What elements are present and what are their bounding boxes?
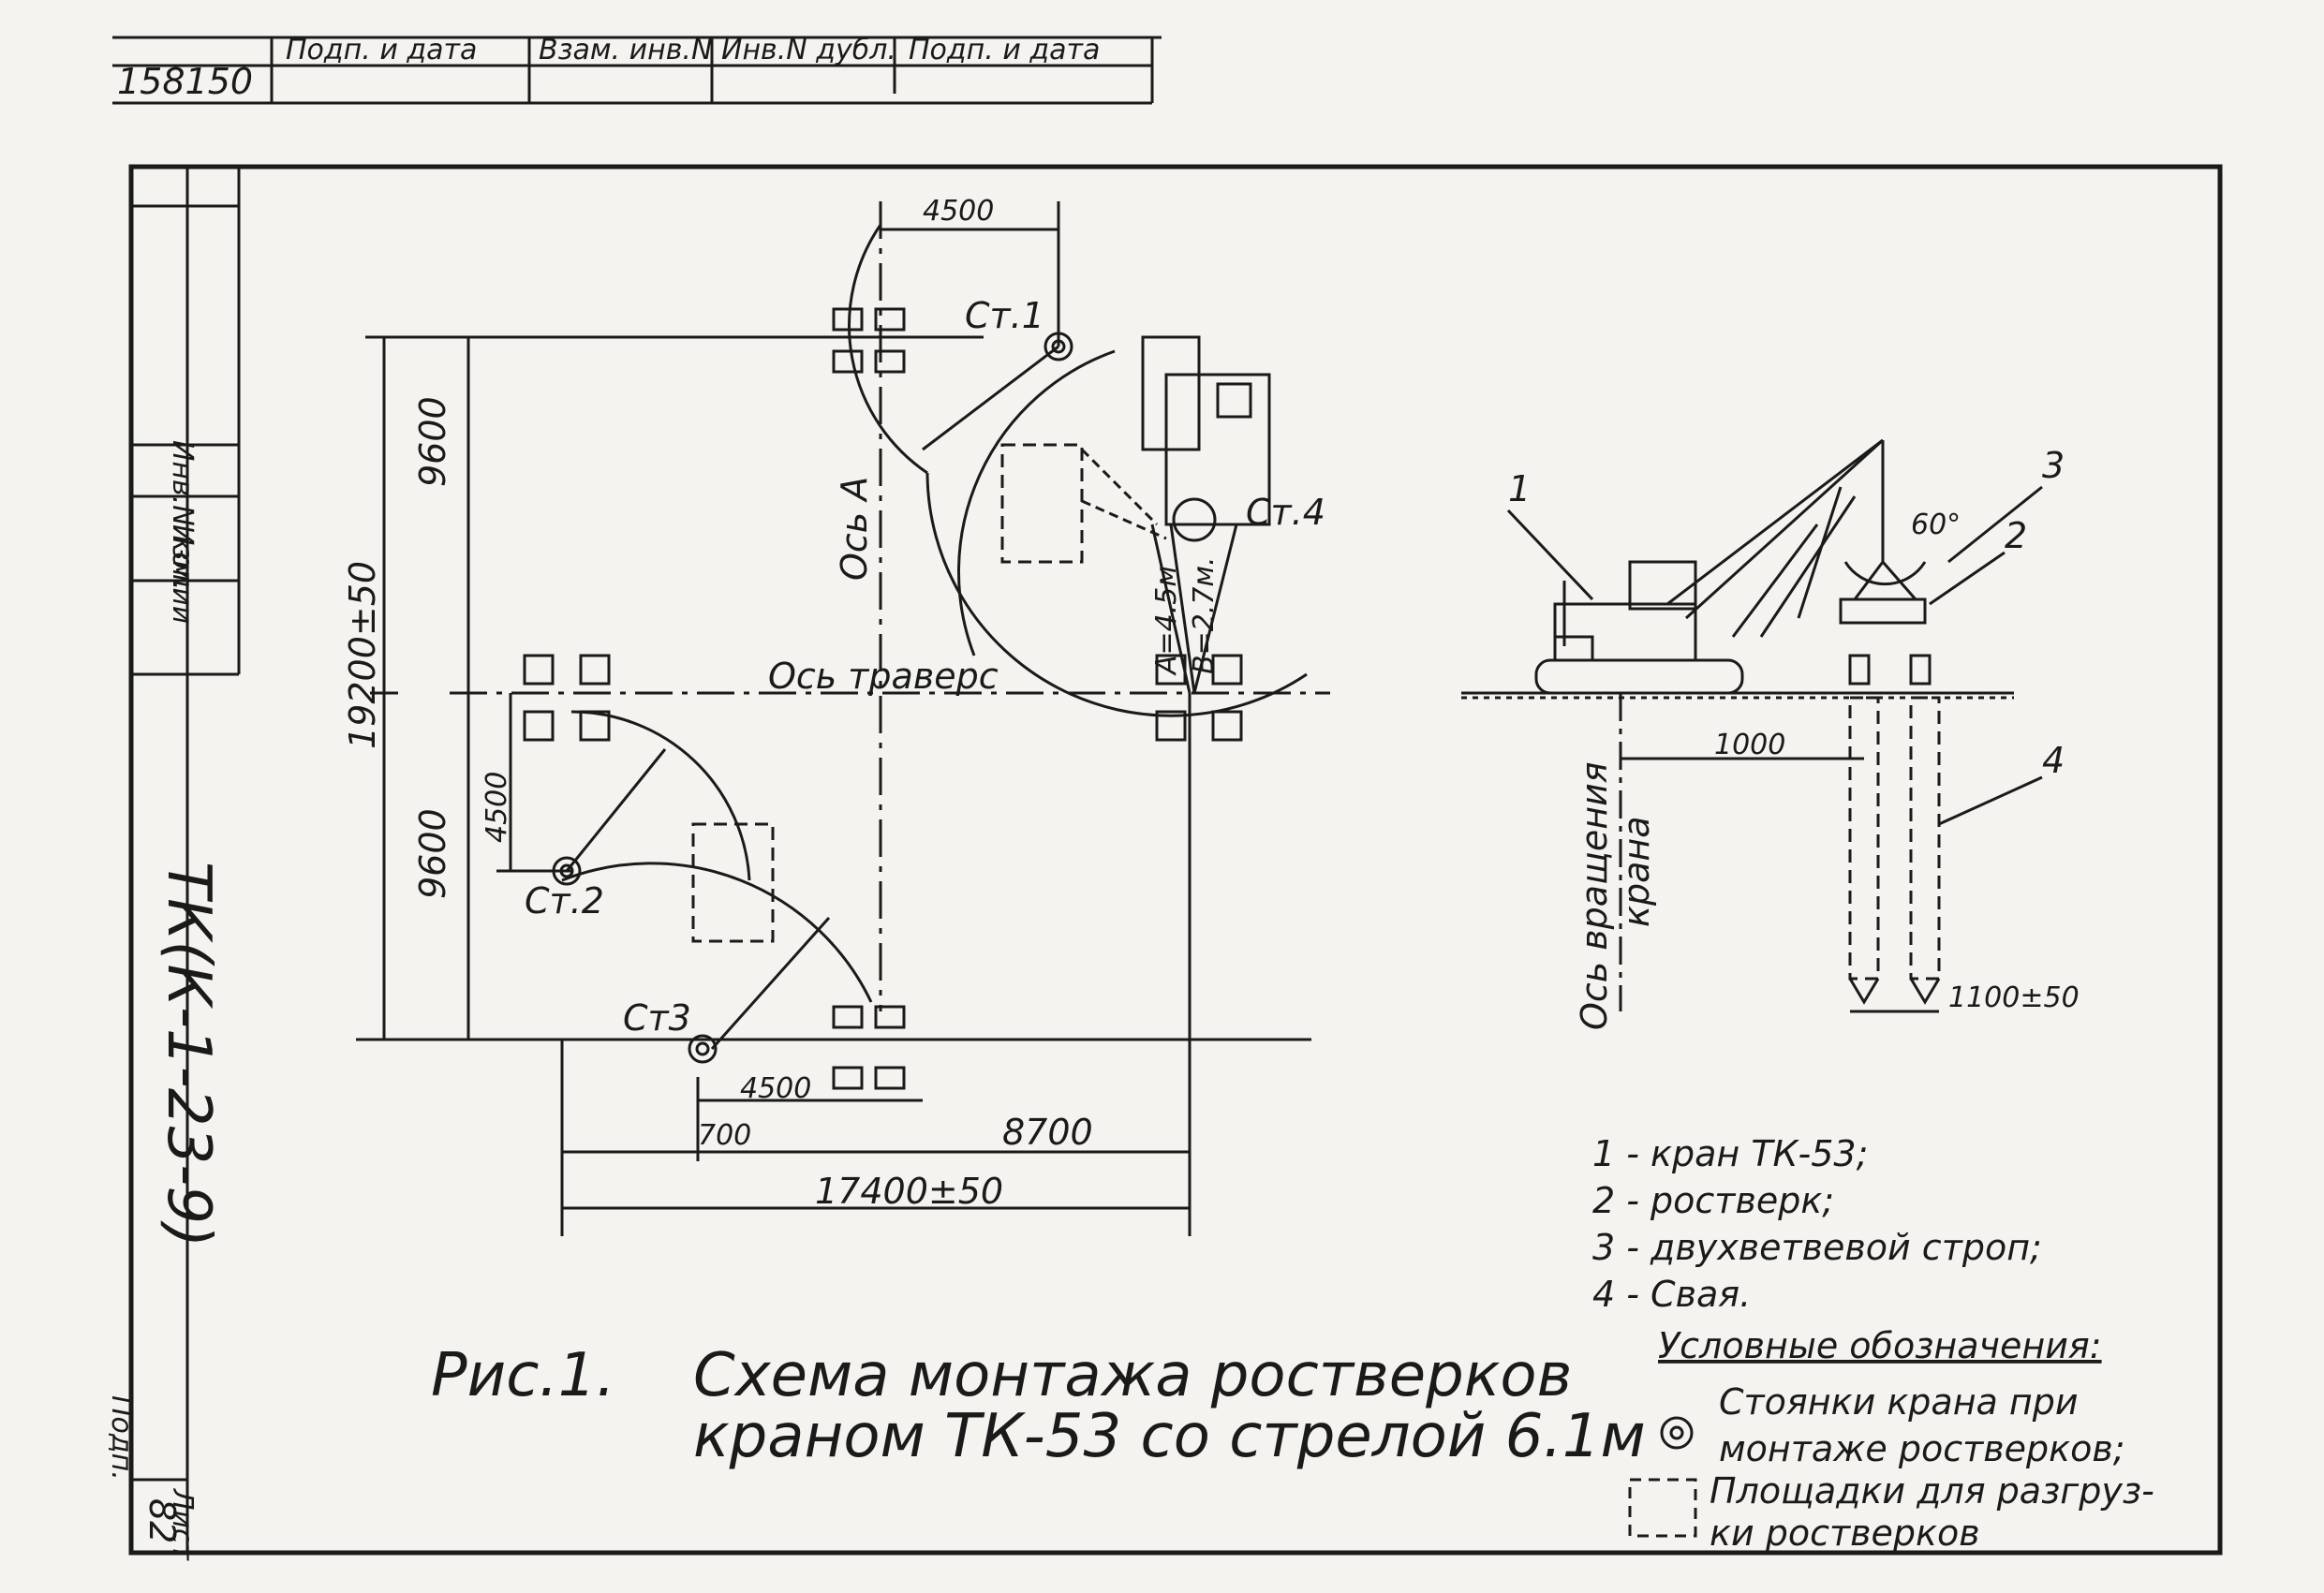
plan-stand-4: Ст.4 xyxy=(1246,492,1325,533)
drawing-frame xyxy=(128,164,2223,1556)
legend-sym2-line1: Площадки для разгруз- xyxy=(1710,1470,2154,1512)
side-stamp xyxy=(131,167,241,1553)
stamp-col4: Подп. и дата xyxy=(909,34,1100,66)
legend-item-3: 3 - двухветвевой строп; xyxy=(1592,1227,2042,1268)
section-axis-rotation-2: крана xyxy=(1616,817,1657,928)
section-angle: 60° xyxy=(1911,509,1961,541)
caption-line-2: краном ТК-53 со стрелой 6.1м xyxy=(693,1402,1646,1471)
plan-stand-1: Ст.1 xyxy=(965,295,1044,336)
legend-item-1: 1 - кран ТК-53; xyxy=(1592,1133,1868,1174)
document-code: ТК(К-1-23-9) xyxy=(154,862,223,1247)
plan-dim-700: 700 xyxy=(698,1119,751,1152)
plan-dim-19200: 19200±50 xyxy=(342,561,383,749)
section-axis-rotation-1: Ось вращения xyxy=(1574,761,1615,1030)
stamp-col2: Взам. инв.N xyxy=(539,34,712,66)
signature: Подп. xyxy=(105,1395,138,1481)
plan-dim-17400: 17400±50 xyxy=(815,1171,1003,1212)
plan-axis-a: Ось А xyxy=(834,477,875,581)
plan-a-dim: А=4.5м xyxy=(1150,566,1183,676)
stamp-col1: Подп. и дата xyxy=(286,34,477,66)
side-changed-label: Изм. xyxy=(166,524,199,591)
side-copy-label: Инв.N копии xyxy=(166,440,199,624)
plan-b-dim: В=2.7м. xyxy=(1188,556,1221,674)
plan-dim-4500-left: 4500 xyxy=(481,772,513,843)
section-label-1: 1 xyxy=(1508,468,1531,509)
stand-symbol-icon xyxy=(1660,1416,1694,1450)
plan-dim-9600-lower: 9600 xyxy=(412,808,453,899)
plan-axis-transverse: Ось траверс xyxy=(768,656,999,697)
plan-stand-2: Ст.2 xyxy=(525,880,604,922)
plan-dim-4500-bottom: 4500 xyxy=(740,1072,811,1105)
legend-item-2: 2 - ростверк; xyxy=(1592,1180,1834,1221)
top-stamp xyxy=(112,36,1162,105)
plan-view xyxy=(356,201,1330,1236)
plan-stand-3: Ст3 xyxy=(623,997,691,1039)
sheet-label: Лист xyxy=(166,1488,199,1562)
section-dim-1000: 1000 xyxy=(1714,729,1785,761)
plan-dim-8700: 8700 xyxy=(1002,1112,1093,1153)
legend-sym1-line2: монтаже ростверков; xyxy=(1719,1428,2125,1469)
section-label-4: 4 xyxy=(2042,740,2065,781)
section-dim-1100: 1100±50 xyxy=(1948,981,2080,1014)
plan-dim-9600-upper: 9600 xyxy=(412,396,453,487)
section-view xyxy=(1461,438,2043,1013)
legend-sym2-line2: ки ростверков xyxy=(1710,1512,1980,1554)
legend-title: Условные обозначения: xyxy=(1658,1325,2102,1366)
figure-number: Рис.1. xyxy=(431,1341,615,1410)
section-label-3: 3 xyxy=(2042,445,2065,486)
sheet-number: 82 xyxy=(141,1498,183,1543)
plan-dim-4500-top: 4500 xyxy=(923,195,994,228)
stamp-inv-no: 158150 xyxy=(117,61,253,102)
legend-sym1-line1: Стоянки крана при xyxy=(1719,1381,2079,1423)
section-label-2: 2 xyxy=(2005,515,2027,556)
pad-symbol-icon xyxy=(1628,1478,1697,1538)
stamp-col3: Инв.N дубл. xyxy=(721,34,896,66)
caption-line-1: Схема монтажа ростверков xyxy=(693,1341,1572,1410)
legend-item-4: 4 - Свая. xyxy=(1592,1274,1751,1315)
